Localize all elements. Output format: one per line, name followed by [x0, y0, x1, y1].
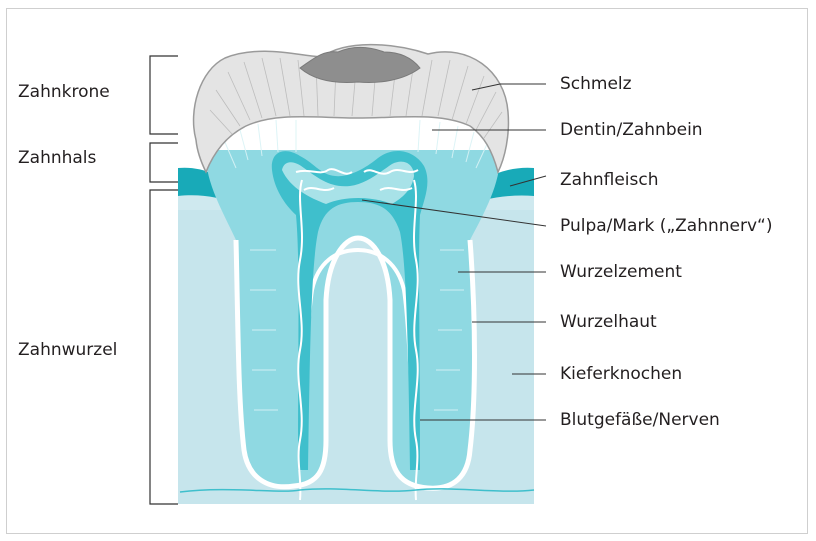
label-dentin: Dentin/Zahnbein: [560, 120, 703, 140]
label-kieferknochen: Kieferknochen: [560, 364, 682, 384]
label-zahnwurzel: Zahnwurzel: [18, 340, 117, 360]
crown-bracket: [150, 56, 178, 134]
label-zahnhals: Zahnhals: [18, 148, 96, 168]
label-zahnfleisch: Zahnfleisch: [560, 170, 658, 190]
label-wurzelhaut: Wurzelhaut: [560, 312, 657, 332]
label-blutgefaesse: Blutgefäße/Nerven: [560, 410, 720, 430]
bone-inner-layer: [178, 210, 534, 504]
label-wurzelzement: Wurzelzement: [560, 262, 682, 282]
root-bracket: [150, 190, 178, 504]
region-brackets: [150, 56, 178, 504]
neck-bracket: [150, 143, 178, 182]
label-pulpa: Pulpa/Mark („Zahnnerv“): [560, 216, 772, 236]
label-zahnkrone: Zahnkrone: [18, 82, 110, 102]
label-schmelz: Schmelz: [560, 74, 632, 94]
